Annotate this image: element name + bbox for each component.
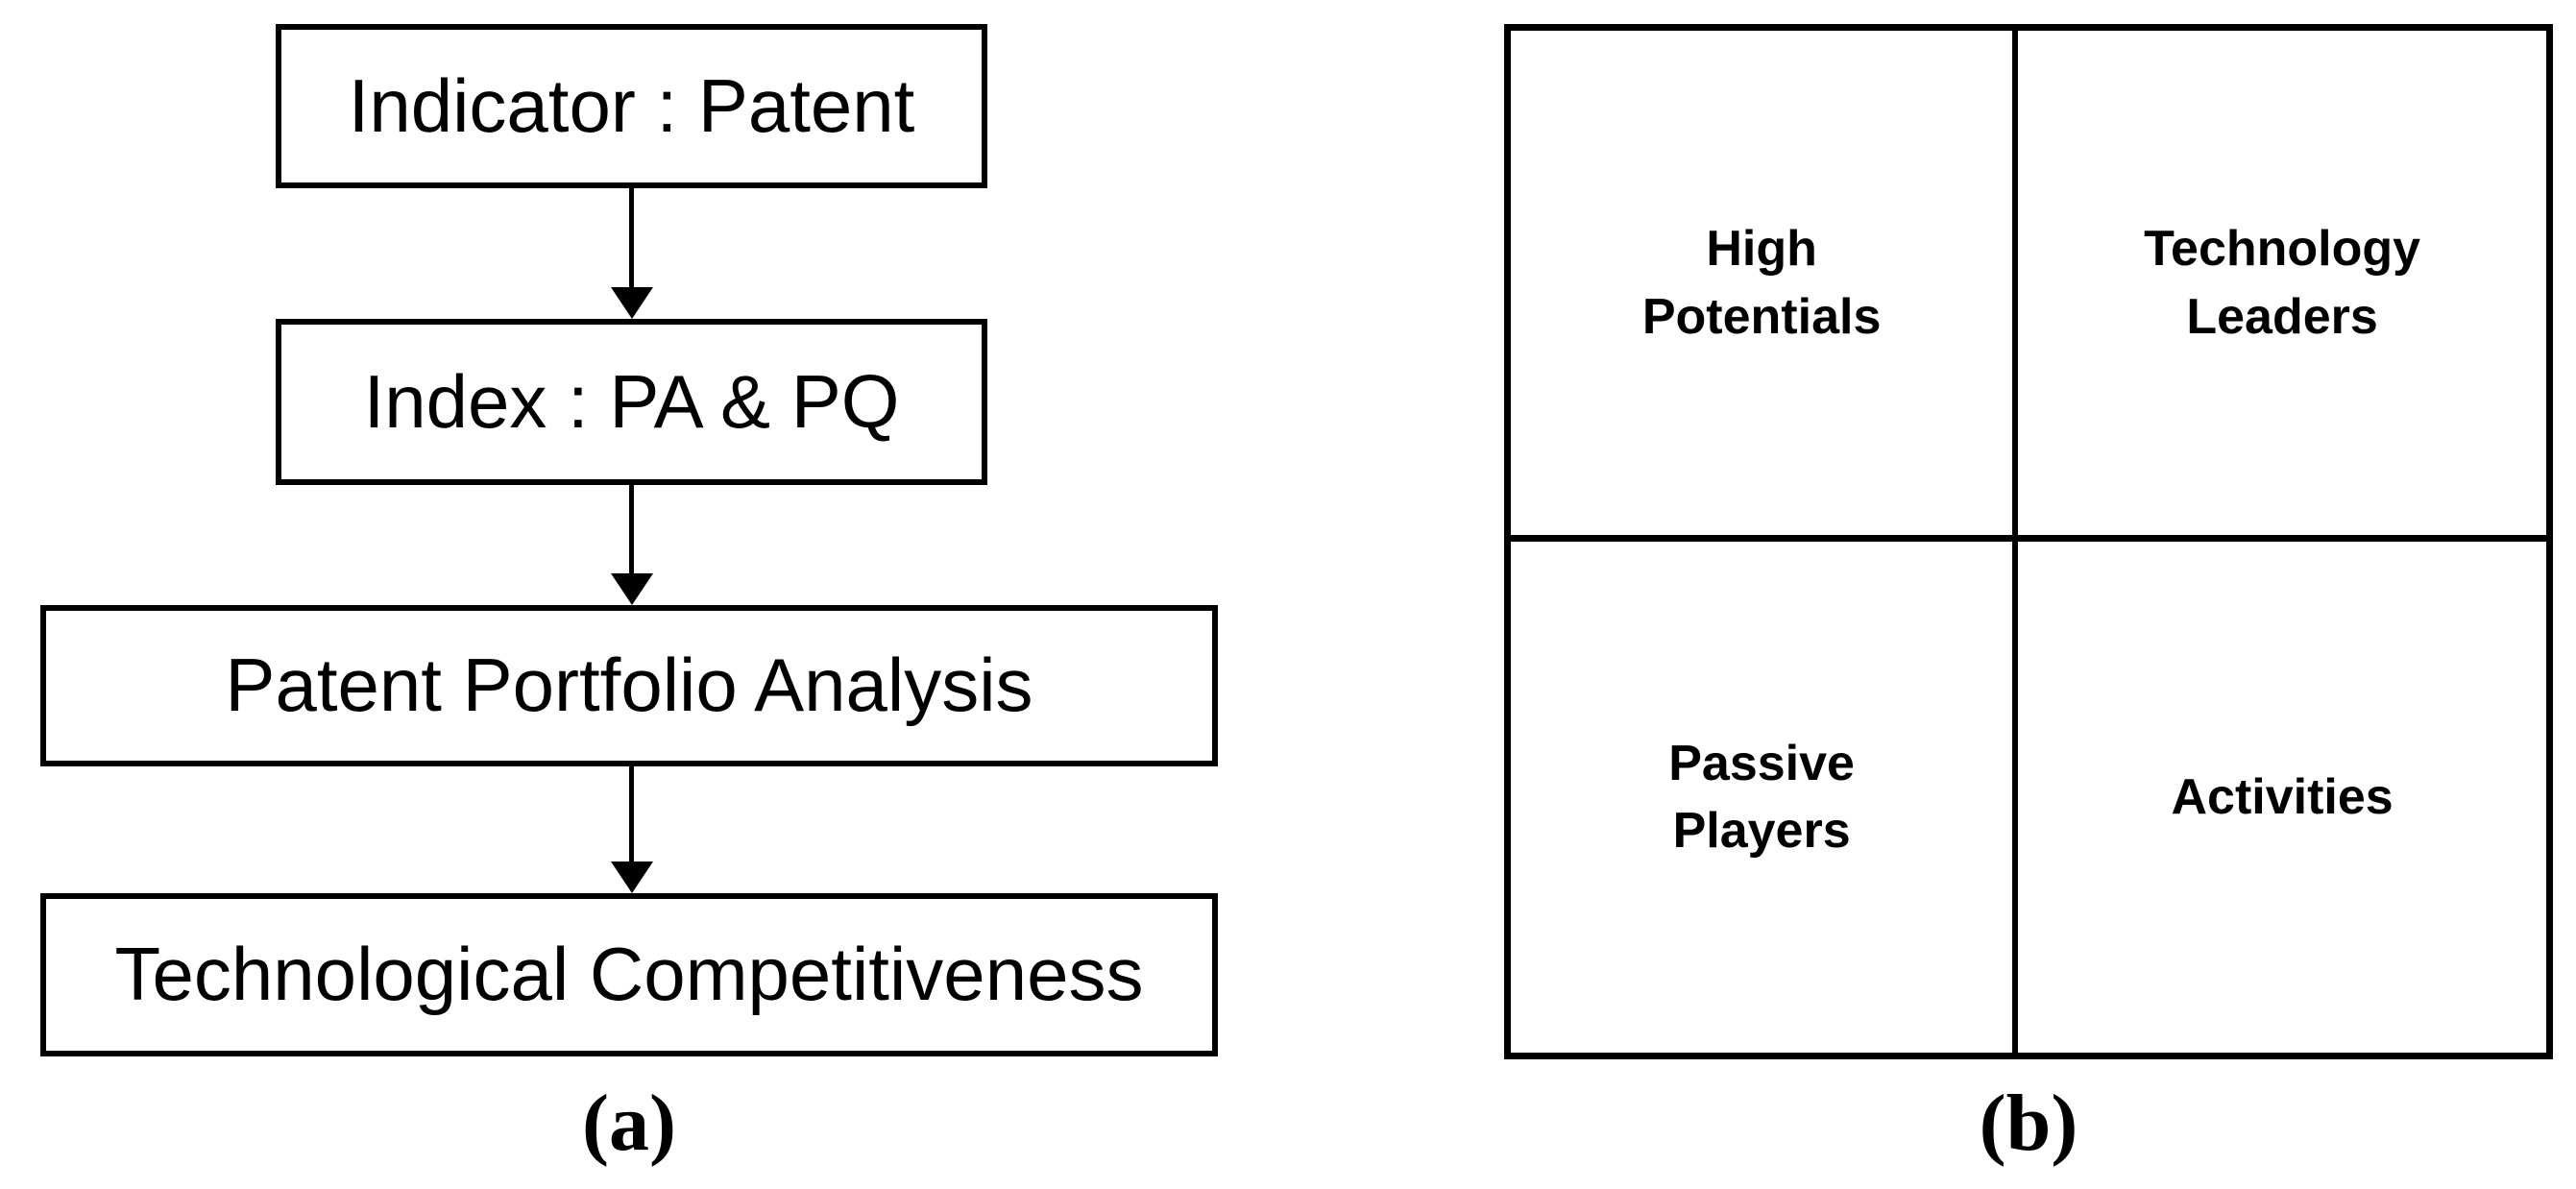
panel-a-caption: (a)	[582, 1079, 676, 1168]
flow-box-technological-competitiveness: Technological Competitiveness	[40, 893, 1218, 1056]
quadrant-technology-leaders: Technology Leaders	[2018, 31, 2546, 542]
flow-box-index-pa-pq: Index : PA & PQ	[276, 319, 987, 485]
panel-b-caption: (b)	[1979, 1079, 2078, 1168]
arrow-down-icon	[629, 485, 634, 576]
arrow-down-head-icon	[611, 287, 653, 319]
quadrant-matrix: High Potentials Technology Leaders Passi…	[1504, 24, 2553, 1059]
arrow-down-head-icon	[611, 861, 653, 893]
quadrant-passive-players: Passive Players	[1511, 542, 2019, 1053]
quadrant-high-potentials: High Potentials	[1511, 31, 2019, 542]
quadrant-activities: Activities	[2171, 768, 2394, 825]
flow-box-patent-portfolio-analysis: Patent Portfolio Analysis	[40, 605, 1218, 766]
flow-box-indicator-patent: Indicator : Patent	[276, 24, 987, 188]
arrow-down-head-icon	[611, 573, 653, 605]
arrow-down-icon	[629, 766, 634, 863]
arrow-down-icon	[629, 188, 634, 290]
